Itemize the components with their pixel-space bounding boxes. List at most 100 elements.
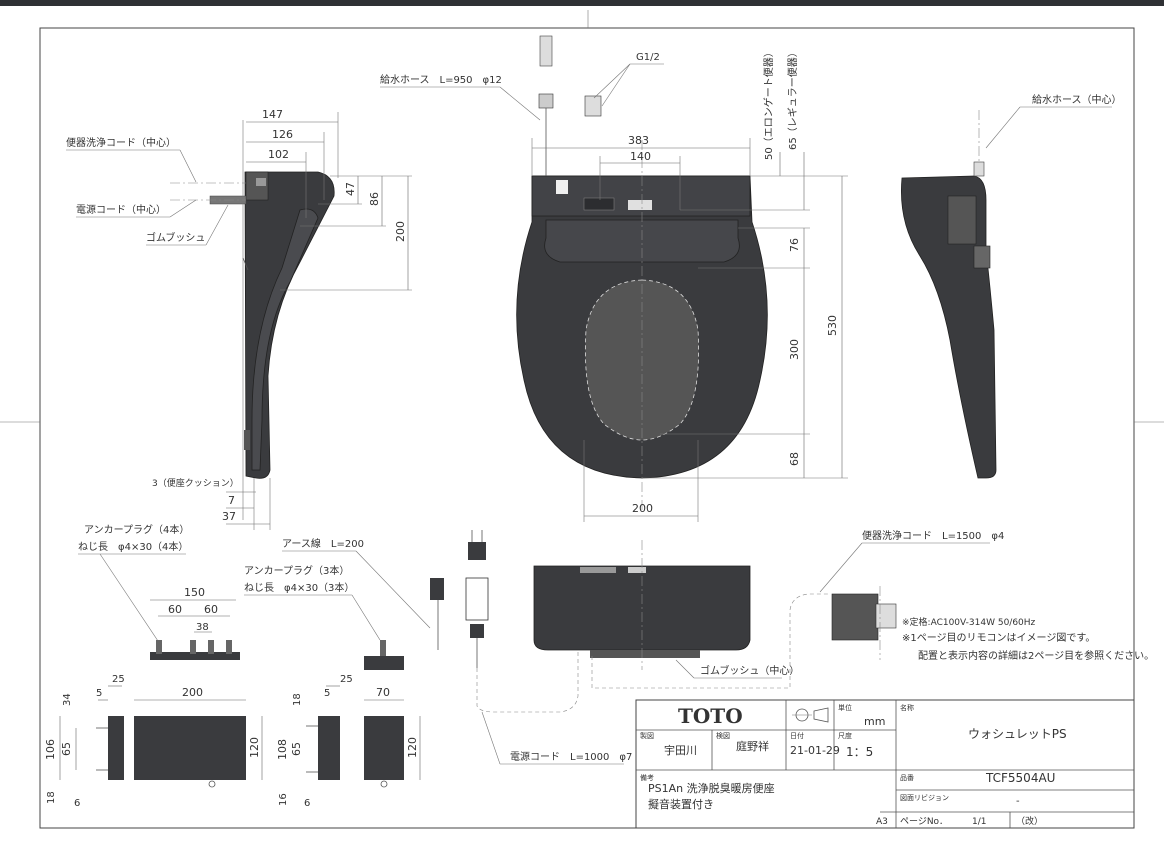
dim-text-102: 102 xyxy=(268,148,289,161)
dim-text-box-25a: 25 xyxy=(112,674,125,685)
box-a-side xyxy=(108,716,124,780)
dim-text-box-120a: 120 xyxy=(248,737,261,758)
right-view-hose-fitting xyxy=(973,161,985,177)
anchor3-block xyxy=(364,656,404,670)
dim-text-box-108: 108 xyxy=(276,739,289,760)
tb-drafter-label: 製図 xyxy=(640,731,654,740)
leader-g12-a xyxy=(593,63,631,99)
tb-date: 21-01-29 xyxy=(790,744,840,757)
front-view-base xyxy=(590,650,700,658)
leader-cleaning xyxy=(819,542,863,593)
front-view-buttons xyxy=(580,567,616,573)
dim-text-plug-60a: 60 xyxy=(168,603,182,616)
label-water-hose: 給水ホース L=950 φ12 xyxy=(380,73,502,86)
box-a-front xyxy=(134,716,246,780)
tb-checker-label: 検図 xyxy=(716,731,730,740)
box-a-foot xyxy=(208,780,216,788)
top-view-button-panel xyxy=(583,197,615,211)
dim-text-box-6a: 6 xyxy=(74,798,80,809)
label-water-hose-center: 給水ホース（中心） xyxy=(1032,93,1122,106)
dim-text-200w: 200 xyxy=(632,502,653,515)
tb-unit-label: 単位 xyxy=(838,703,852,712)
top-view-hinge-cover xyxy=(544,219,740,263)
label-power-cord-center: 電源コード（中心） xyxy=(76,203,166,216)
valve-fitting xyxy=(584,95,602,117)
title-block: TOTO 単位 mm 名称 ウォシュレットPS 製図 宇田川 検図 庭野祥 日付… xyxy=(635,699,1135,829)
anchor-plug-3 xyxy=(208,640,214,654)
leader-3 xyxy=(205,204,229,246)
anchor-base-plate xyxy=(150,652,240,660)
leader-power xyxy=(481,711,501,765)
right-view-knob xyxy=(973,245,991,269)
brand-logo: TOTO xyxy=(678,704,743,728)
tb-checker: 庭野祥 xyxy=(736,739,769,753)
right-view-control-panel xyxy=(947,195,977,245)
technical-drawing: 147 126 102 47 86 200 7 37 便器洗浄コード（中心） 電… xyxy=(0,10,1164,829)
projection-symbol-cone xyxy=(813,707,829,723)
side-cushion xyxy=(244,430,250,450)
leader-hose xyxy=(499,86,541,121)
dim-text-box-6b: 6 xyxy=(304,798,310,809)
top-bar xyxy=(0,0,1164,6)
side-connector-detail xyxy=(256,178,266,186)
dim-text-box-5a: 5 xyxy=(96,688,102,699)
top-view: 383 140 200 76 300 68 530 50（エロンゲート便器） 6… xyxy=(380,35,848,522)
leader-bush-center xyxy=(675,659,695,679)
dim-text-box-200: 200 xyxy=(182,686,203,699)
tb-product-name: ウォシュレットPS xyxy=(968,727,1067,741)
anchor-plug-view: アンカープラグ（4本） ねじ長 φ4×30（4本） 150 60 60 38 ア… xyxy=(78,523,431,670)
tb-remarks-label: 備考 xyxy=(640,773,654,782)
leader-anchor4 xyxy=(99,553,161,645)
dim-text-box-70: 70 xyxy=(376,686,390,699)
dim-text-box-65a: 65 xyxy=(60,742,73,756)
top-view-window xyxy=(556,180,568,194)
label-elongate: 50（エロンゲート便器） xyxy=(762,47,775,160)
power-plug-head xyxy=(468,542,486,560)
dim-text-box-18a: 18 xyxy=(46,791,57,804)
leader-anchor3 xyxy=(351,594,381,641)
dim-text-box-65b: 65 xyxy=(290,742,303,756)
label-screw3: ねじ長 φ4×30（3本） xyxy=(244,581,354,594)
box-b-foot xyxy=(380,780,388,788)
dim-text-box-25b: 25 xyxy=(340,674,353,685)
hose-fitting-top xyxy=(539,35,553,67)
tb-size: A3 xyxy=(876,817,888,827)
front-view-plate xyxy=(628,567,646,573)
leader-hose-center xyxy=(985,106,1021,149)
dim-text-68: 68 xyxy=(788,452,801,466)
note-remote: ※1ページ目のリモコンはイメージ図です。 xyxy=(902,632,1095,644)
dim-text-86: 86 xyxy=(368,192,381,206)
tb-model: TCF5504AU xyxy=(985,771,1055,785)
anchor-plug-1 xyxy=(156,640,162,654)
box-views: 25 5 200 34 106 65 18 6 120 25 5 70 18 1… xyxy=(44,674,421,809)
right-side-view: 給水ホース（中心） xyxy=(901,93,1122,479)
label-cleaning-cord: 便器洗浄コード L=1500 φ4 xyxy=(862,529,1004,542)
label-earth: アース線 L=200 xyxy=(282,537,364,550)
tb-remark-1: PS1An 洗浄脱臭暖房便座 xyxy=(648,781,775,795)
tb-scale: 1：5 xyxy=(846,745,873,759)
label-anchor3: アンカープラグ（3本） xyxy=(244,564,349,577)
tb-page-label: ページNo． xyxy=(900,817,948,827)
tb-revision: - xyxy=(1016,796,1020,807)
label-screw4: ねじ長 φ4×30（4本） xyxy=(78,540,188,553)
tb-name-label: 名称 xyxy=(900,703,914,712)
dim-text-box-5b: 5 xyxy=(324,688,330,699)
power-plug-body xyxy=(465,577,489,621)
dim-text-7: 7 xyxy=(228,494,235,507)
label-regular: 65（レギュラー便器） xyxy=(786,47,799,150)
dim-text-126: 126 xyxy=(272,128,293,141)
tb-page-note: （改） xyxy=(1016,815,1043,827)
dim-text-box-18b: 18 xyxy=(292,693,303,706)
dim-text-37: 37 xyxy=(222,510,236,523)
tb-drafter: 宇田川 xyxy=(664,744,697,757)
label-anchor4: アンカープラグ（4本） xyxy=(84,523,189,536)
dim-text-box-16: 16 xyxy=(278,793,289,806)
drawing-frame xyxy=(39,27,1135,829)
dim-text-plug-150: 150 xyxy=(184,586,205,599)
leader-2 xyxy=(169,199,197,218)
power-cord-route xyxy=(476,650,579,713)
label-rubber-bush-center: ゴムブッシュ（中心） xyxy=(700,664,799,677)
box-b-side xyxy=(318,716,340,780)
power-plug-base xyxy=(470,624,484,638)
dim-text-147: 147 xyxy=(262,108,283,121)
